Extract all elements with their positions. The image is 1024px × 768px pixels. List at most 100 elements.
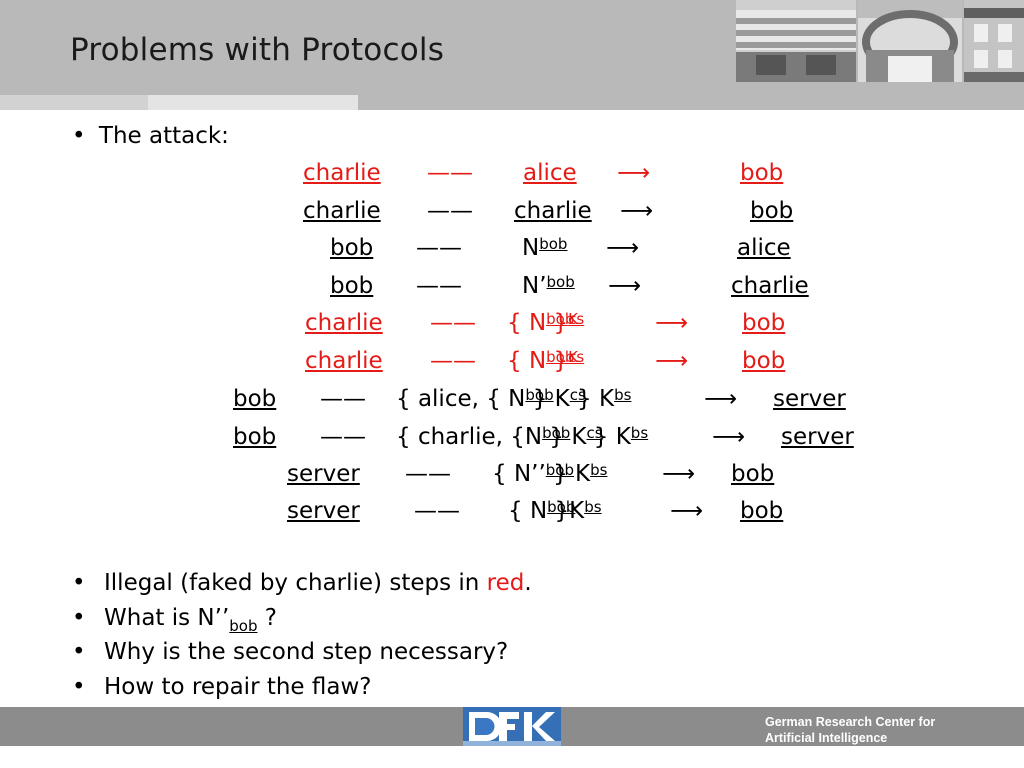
bullet-text-part: Illegal (faked by charlie) steps in (104, 570, 487, 596)
message-subscript: bob (546, 273, 575, 291)
message-text: { N (507, 348, 547, 374)
step-from: charlie (305, 348, 383, 374)
step-from: charlie (305, 310, 383, 336)
building-photos (736, 0, 1024, 82)
key-text: K (568, 348, 578, 366)
key2-subscript: bs (630, 424, 649, 442)
key-close: } K (577, 386, 615, 412)
bullet-symbol: • (72, 123, 86, 149)
dash-icon: —— (414, 498, 460, 524)
message-subscript: bob (546, 348, 575, 366)
arrow-right-icon: ⟶ (617, 160, 650, 186)
dash-icon: —— (430, 348, 476, 374)
message-subscript: bob (546, 310, 575, 328)
step-from: server (287, 498, 360, 524)
building-photo-1 (736, 0, 856, 82)
header-accent-bar (0, 95, 148, 110)
step-from: server (287, 461, 360, 487)
message-close: } (553, 348, 569, 374)
bullet-text-part: ? (257, 605, 278, 631)
message-text: N (522, 235, 540, 261)
building-photo-2 (858, 0, 962, 82)
message-subscript: bob (547, 498, 576, 516)
message-text: { charlie, {N (396, 424, 543, 450)
step-to: charlie (731, 273, 809, 299)
step-message: N’bob (522, 273, 575, 299)
dash-icon: —— (320, 386, 366, 412)
bullet-text: Why is the second step necessary? (104, 639, 509, 665)
message-text: { N’’ (492, 461, 546, 487)
arrow-right-icon: ⟶ (655, 348, 688, 374)
message-text: { N (507, 310, 547, 336)
bullet-subscript: bob (229, 617, 258, 635)
bullet-symbol: • (72, 674, 86, 700)
dash-icon: —— (427, 198, 473, 224)
bullet-text: Illegal (faked by charlie) steps in red. (104, 570, 532, 596)
bullet-text-part: What is N’’ (104, 605, 230, 631)
dfki-logo (463, 707, 561, 746)
dash-icon: —— (320, 424, 366, 450)
bullet-text-part: . (524, 570, 532, 596)
footer-line-2: Artificial Intelligence (765, 731, 888, 745)
message-subscript: bob (542, 424, 571, 442)
message-close: } K (553, 461, 591, 487)
arrow-right-icon: ⟶ (620, 198, 653, 224)
footer-org-name: German Research Center for Artificial In… (765, 714, 935, 746)
step-to: alice (737, 235, 791, 261)
arrow-right-icon: ⟶ (704, 386, 737, 412)
attack-heading: • The attack: (72, 123, 229, 149)
key-subscript: cs (568, 348, 585, 366)
arrow-right-icon: ⟶ (606, 235, 639, 261)
dash-icon: —— (430, 310, 476, 336)
step-message: charlie (514, 198, 592, 224)
step-message: alice (523, 160, 577, 186)
key-subscript: cs (569, 386, 586, 404)
arrow-right-icon: ⟶ (608, 273, 641, 299)
message-close: } (553, 310, 569, 336)
step-from: bob (330, 273, 374, 299)
key-subscript: cs (586, 424, 603, 442)
key-subscript: bs (584, 498, 602, 516)
key-subscript: cs (568, 310, 585, 328)
dash-icon: —— (416, 235, 462, 261)
message-text: { alice, { N (396, 386, 526, 412)
message-close: }K (554, 498, 585, 524)
step-to: bob (750, 198, 794, 224)
step-from: bob (330, 235, 374, 261)
bullet-text: What is N’’bob ? (104, 605, 278, 635)
dash-icon: —— (416, 273, 462, 299)
step-to: bob (742, 310, 786, 336)
building-photo-3 (964, 0, 1024, 82)
key-text: K (568, 310, 578, 328)
message-close: } K (532, 386, 570, 412)
bullet-text: How to repair the flaw? (104, 674, 372, 700)
header-accent-bar-light (148, 95, 358, 110)
bullet-symbol: • (72, 570, 86, 596)
message-subscript: bob (539, 235, 568, 253)
step-to: bob (742, 348, 786, 374)
message-text: { N (508, 498, 548, 524)
step-from: bob (233, 424, 277, 450)
step-from: charlie (303, 160, 381, 186)
dash-icon: —— (427, 160, 473, 186)
bullet-red-word: red (486, 570, 525, 596)
arrow-right-icon: ⟶ (655, 310, 688, 336)
message-text: N’ (522, 273, 547, 299)
step-from: charlie (303, 198, 381, 224)
attack-heading-text: The attack: (98, 123, 229, 149)
key2-subscript: bs (614, 386, 632, 404)
arrow-right-icon: ⟶ (712, 424, 745, 450)
bullet-symbol: • (72, 605, 86, 631)
dash-icon: —— (405, 461, 451, 487)
message-subscript: bob (525, 386, 554, 404)
message-subscript: bob (545, 461, 575, 479)
bullet-symbol: • (72, 639, 86, 665)
arrow-right-icon: ⟶ (662, 461, 695, 487)
step-from: bob (233, 386, 277, 412)
arrow-right-icon: ⟶ (670, 498, 703, 524)
